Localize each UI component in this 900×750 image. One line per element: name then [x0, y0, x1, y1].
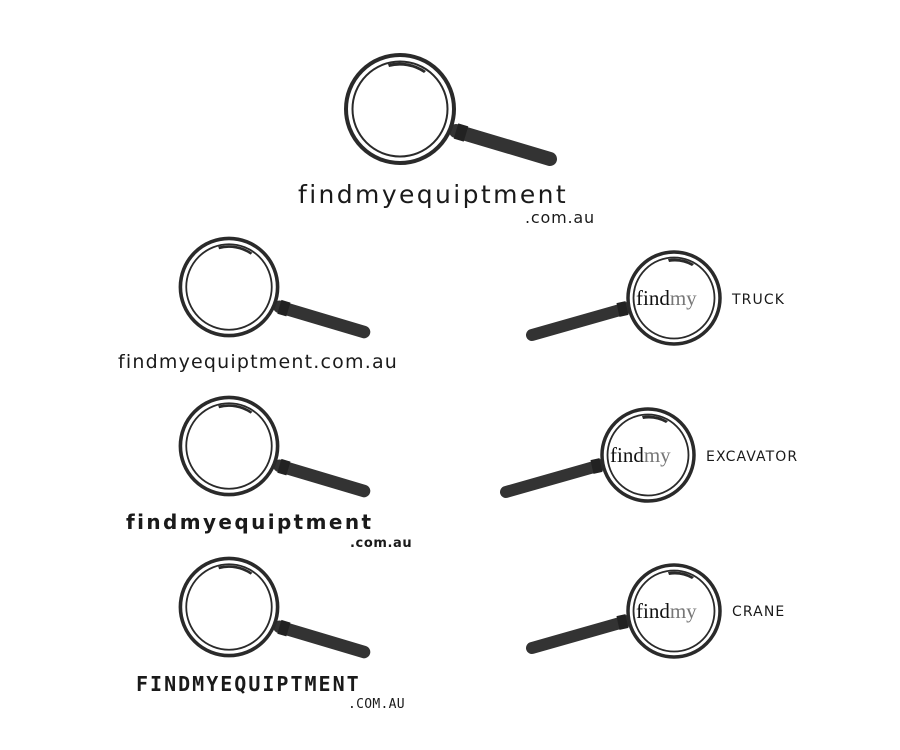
magnifying-glass-icon — [229, 287, 230, 288]
logo-domain: .com.au — [525, 208, 595, 227]
findmy-lens-text: findmy — [636, 288, 697, 309]
lens-find: find — [610, 443, 644, 467]
lens-find: find — [636, 599, 670, 623]
findmy-lens-text: findmy — [636, 601, 697, 622]
magnifying-glass-icon — [400, 109, 401, 110]
logo-name: FINDMYEQUIPTMENT — [136, 672, 361, 696]
logo-name: findmyequiptment.com.au — [118, 351, 399, 373]
magnifying-glass-icon — [229, 446, 230, 447]
logo-domain: .COM.AU — [348, 697, 405, 712]
lens-find: find — [636, 286, 670, 310]
findmy-suffix: TRUCK — [732, 292, 785, 308]
logo-name: findmyequiptment — [298, 180, 569, 209]
findmy-suffix: CRANE — [732, 604, 786, 620]
logo-domain: .com.au — [350, 536, 413, 551]
findmy-lens-text: findmy — [610, 445, 671, 466]
magnifying-glass-icon — [229, 607, 230, 608]
findmy-suffix: EXCAVATOR — [706, 449, 799, 465]
lens-my: my — [669, 599, 697, 623]
lens-my: my — [643, 443, 671, 467]
logo-name: findmyequiptment — [126, 510, 374, 534]
lens-my: my — [669, 286, 697, 310]
